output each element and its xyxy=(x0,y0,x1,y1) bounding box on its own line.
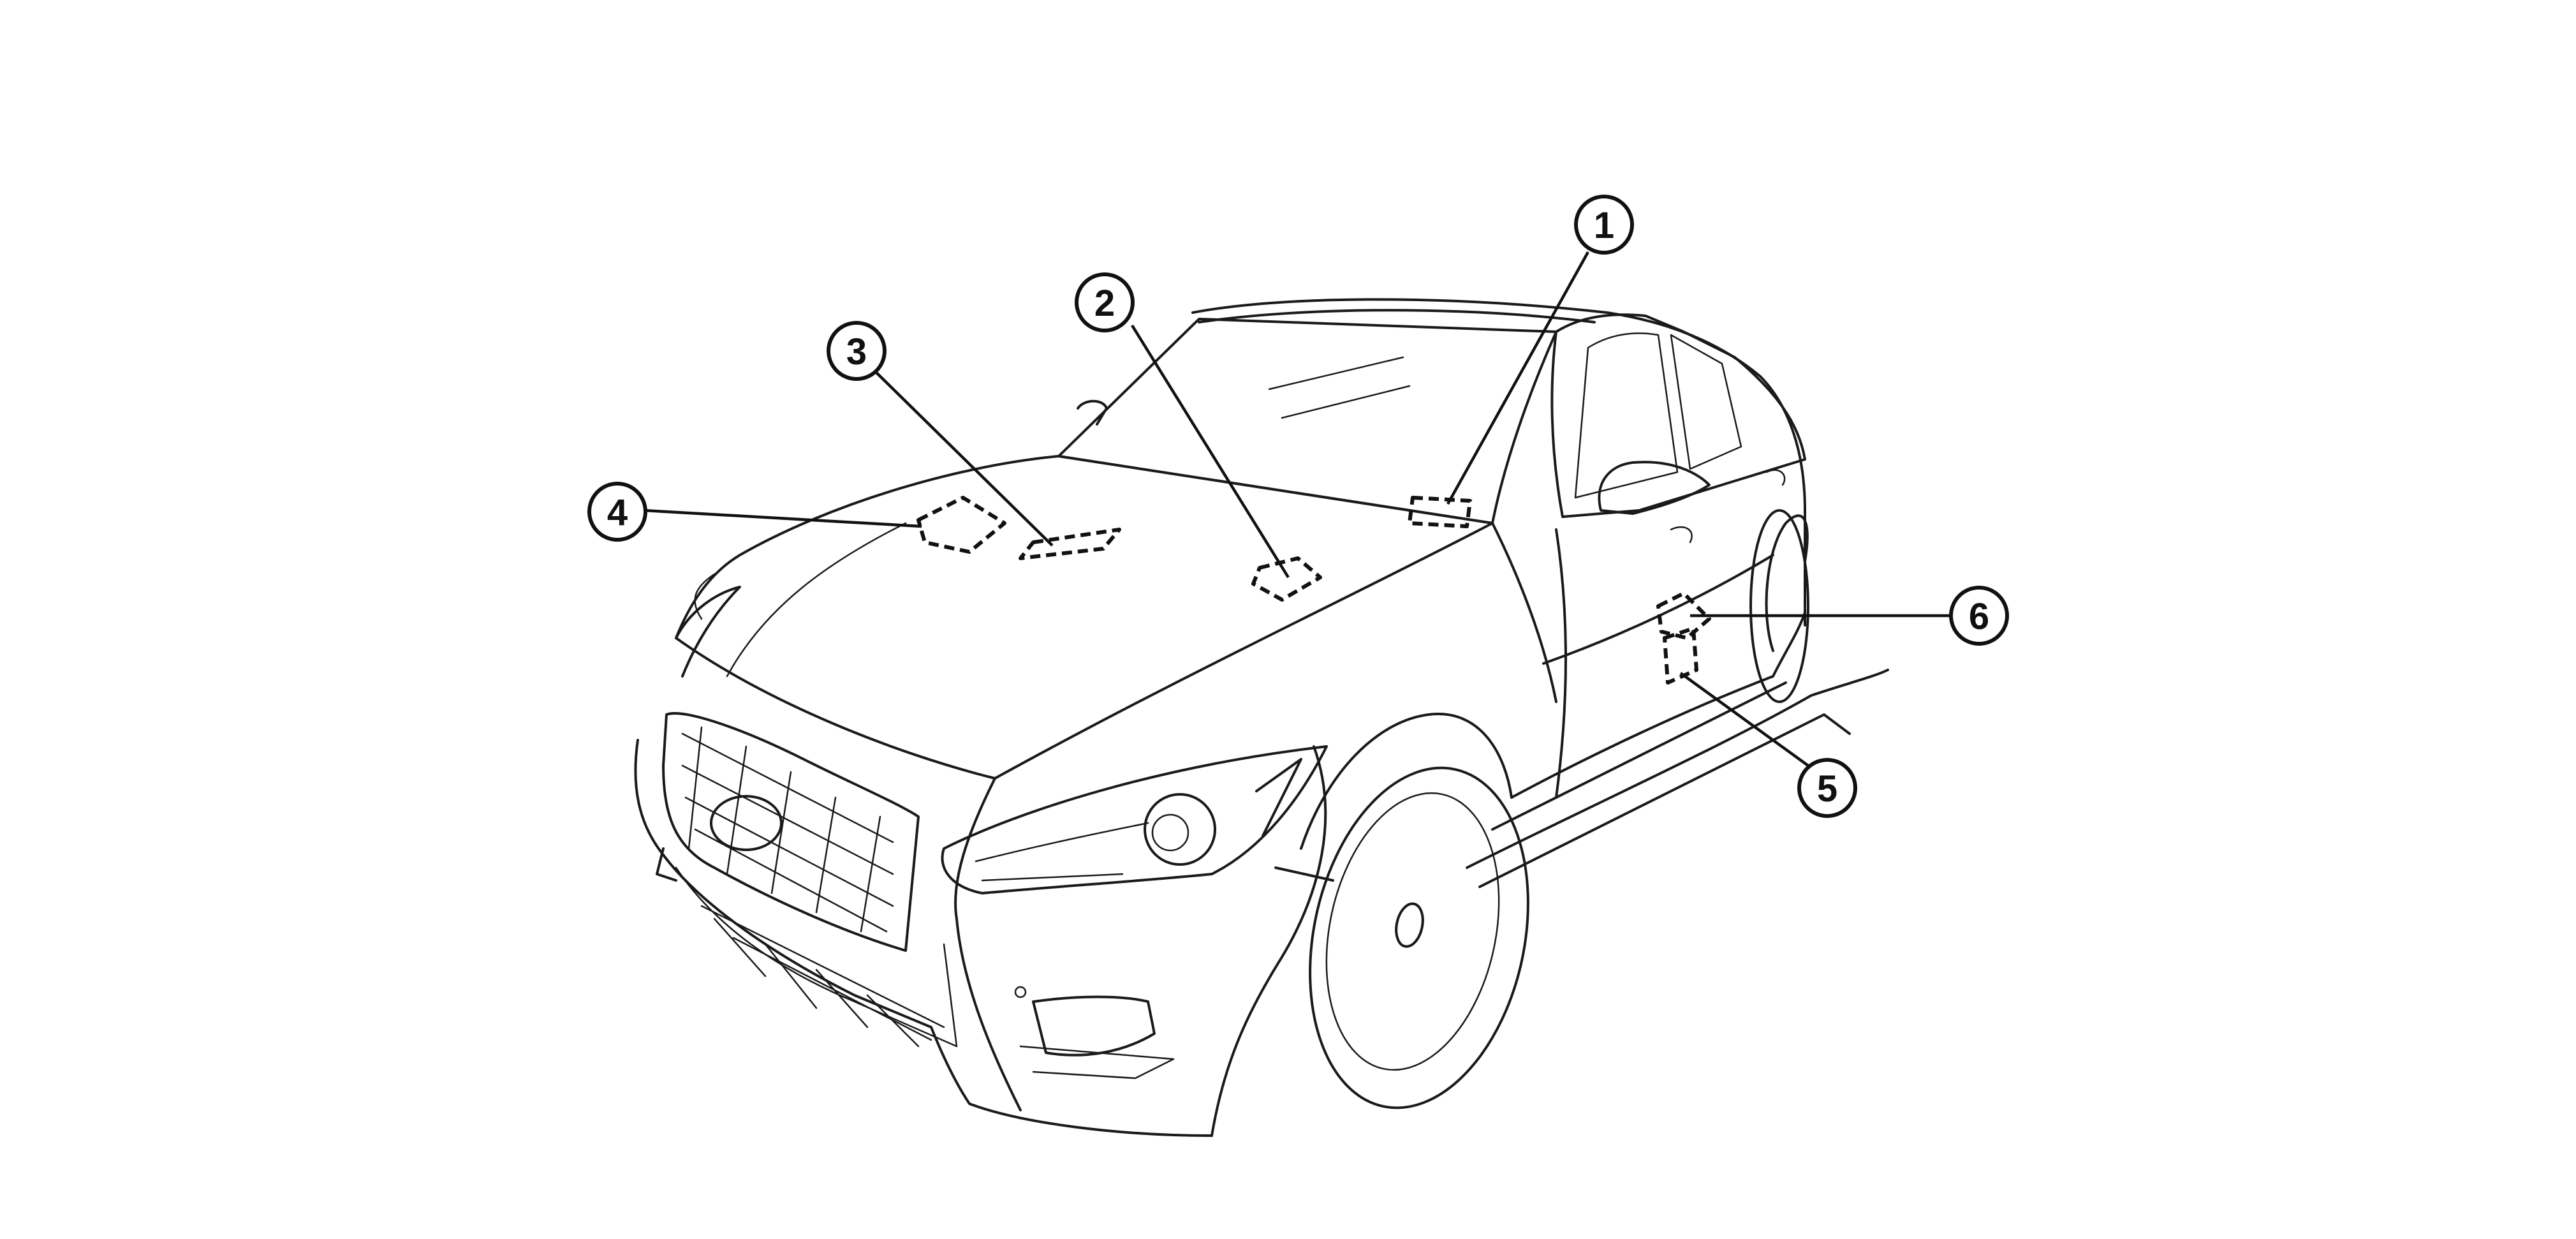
front-tire xyxy=(1309,766,1529,1109)
callout-2: 2 xyxy=(1075,272,1135,332)
front-side-window xyxy=(1574,332,1679,499)
callout-number-5: 5 xyxy=(1817,768,1837,810)
wiper-mount xyxy=(1077,399,1108,426)
callout-3: 3 xyxy=(827,321,887,381)
leader-lines xyxy=(644,251,1952,767)
fog-lamp xyxy=(1032,995,1156,1057)
rear-quarter xyxy=(1759,375,1806,627)
hood-front-edge xyxy=(675,637,996,780)
callout-number-6: 6 xyxy=(1969,596,1989,637)
grille-mesh xyxy=(681,726,894,933)
headlight-lens-outer xyxy=(1144,793,1216,866)
label-location-4 xyxy=(916,496,1006,554)
rear-tire xyxy=(1749,509,1809,703)
roof-inner-line xyxy=(1198,309,1596,323)
rear-side-window xyxy=(1670,334,1742,470)
headlight-corner xyxy=(1255,758,1302,837)
fender-front-edge xyxy=(1211,745,1327,1137)
rear-wheel-arch xyxy=(1765,514,1809,652)
callout-number-1: 1 xyxy=(1594,205,1614,246)
hood-top-edge xyxy=(675,455,1060,639)
fuel-door xyxy=(1765,469,1786,486)
left-fender xyxy=(675,586,741,678)
headlight xyxy=(941,745,1328,894)
door-lower-curve xyxy=(1542,554,1774,665)
front-bumper xyxy=(634,739,1213,1137)
hood-crease-front xyxy=(694,573,716,620)
leader-line-4 xyxy=(644,508,922,528)
callout-ring-1 xyxy=(1574,195,1634,255)
front-emblem xyxy=(710,795,783,851)
fog-lamp-trim xyxy=(1019,1045,1175,1079)
callout-number-2: 2 xyxy=(1094,283,1115,324)
callout-ring-2 xyxy=(1075,272,1135,332)
callout-ring-3 xyxy=(827,321,887,381)
headlight-lens-inner xyxy=(1151,813,1189,852)
callout-5: 5 xyxy=(1797,758,1857,818)
side-sill xyxy=(1478,713,1851,888)
label-location-3 xyxy=(1019,528,1121,560)
body-belt-line xyxy=(1510,611,1806,799)
label-location-5 xyxy=(1663,627,1698,685)
bumper-sensor xyxy=(1014,986,1027,998)
rocker-panel xyxy=(1466,669,1889,869)
windshield xyxy=(1057,318,1557,524)
fender-seam xyxy=(1274,866,1334,882)
front-hub xyxy=(1395,902,1424,948)
rocker-panel-upper xyxy=(1491,681,1787,831)
callout-ring-4 xyxy=(587,482,647,542)
callout-number-3: 3 xyxy=(846,331,867,373)
headlight-drl xyxy=(975,822,1149,882)
callout-number-4: 4 xyxy=(607,492,628,533)
door-handle-front xyxy=(1670,526,1693,544)
leader-line-1 xyxy=(1446,251,1589,505)
leader-line-3 xyxy=(872,369,1054,547)
front-door-edge xyxy=(1555,528,1567,799)
side-mirror xyxy=(1598,461,1711,515)
leader-line-2 xyxy=(1131,324,1290,579)
callout-ring-6 xyxy=(1949,586,2009,646)
leader-line-5 xyxy=(1679,672,1809,767)
callout-ring-5 xyxy=(1797,758,1857,818)
front-rim xyxy=(1325,792,1500,1071)
bumper-corner xyxy=(656,847,677,882)
front-grille xyxy=(662,712,920,952)
car-outline xyxy=(634,298,1889,1137)
windshield-reflection xyxy=(1268,356,1411,419)
label-location-2 xyxy=(1251,556,1322,602)
label-locations xyxy=(916,496,1711,685)
callout-4: 4 xyxy=(587,482,647,542)
lower-grille-mesh xyxy=(700,905,945,1048)
front-wheel-arch xyxy=(1300,713,1513,850)
callout-1: 1 xyxy=(1574,195,1634,255)
callout-6: 6 xyxy=(1949,586,2009,646)
hood-side-edge xyxy=(994,455,1494,780)
hood-crease-left xyxy=(726,522,907,678)
fender-top-line xyxy=(1491,522,1557,703)
bumper-side-contour xyxy=(954,777,1022,1111)
side-window-frame xyxy=(1550,313,1806,518)
label-location-6 xyxy=(1656,591,1711,640)
